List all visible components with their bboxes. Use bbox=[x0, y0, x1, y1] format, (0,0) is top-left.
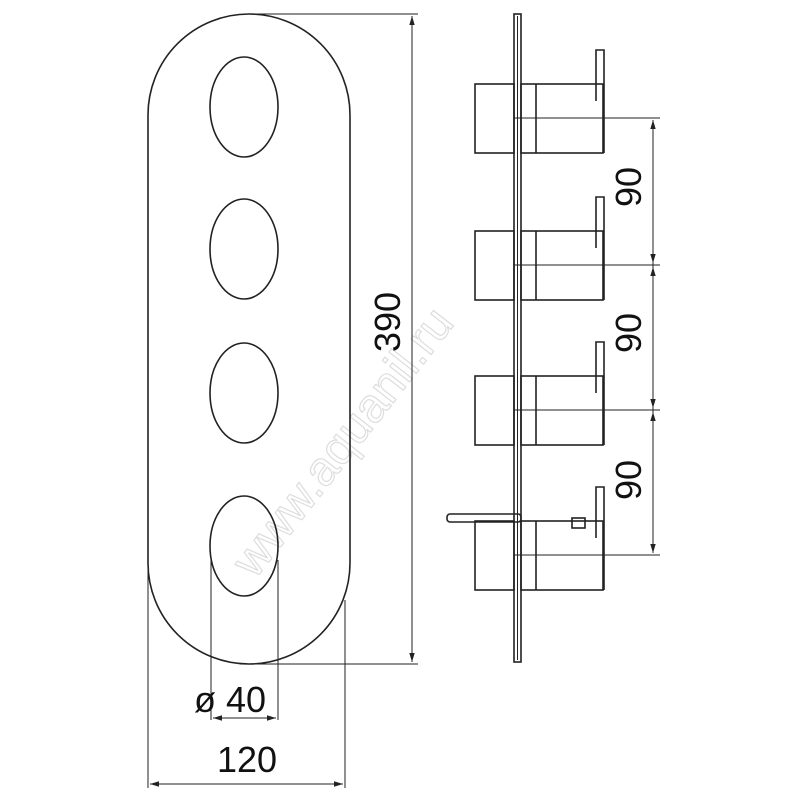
side-handle-3 bbox=[474, 341, 605, 446]
hole-4 bbox=[209, 495, 279, 597]
width-dimension-label: 120 bbox=[217, 739, 277, 780]
side-handles bbox=[474, 49, 605, 591]
front-plate bbox=[147, 13, 351, 665]
side-handle-2 bbox=[474, 196, 605, 301]
side-handle-4 bbox=[474, 486, 605, 591]
hole-2 bbox=[209, 198, 279, 300]
height-dimension-label: 390 bbox=[367, 292, 408, 352]
watermark: www.aquanil.ru bbox=[221, 298, 464, 588]
side-handle-1 bbox=[474, 49, 605, 154]
diverter-button bbox=[571, 517, 586, 529]
spacing-label-2: 90 bbox=[608, 313, 649, 353]
handle-holes bbox=[209, 56, 279, 597]
spacing-label-3: 90 bbox=[608, 460, 649, 500]
side-plate bbox=[513, 13, 522, 663]
hole-1 bbox=[209, 56, 279, 158]
spacing-label-1: 90 bbox=[608, 167, 649, 207]
spout bbox=[446, 513, 522, 523]
hole-diameter-label: ø 40 bbox=[194, 679, 266, 720]
hole-3 bbox=[209, 342, 279, 444]
